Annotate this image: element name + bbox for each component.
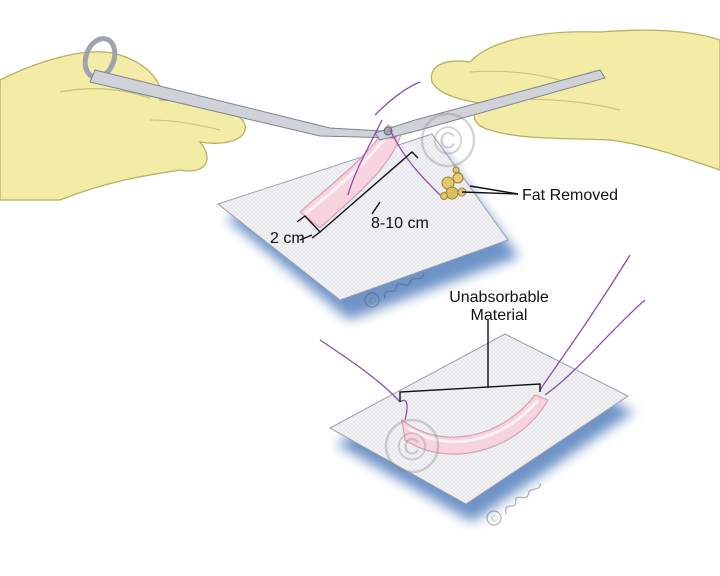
unabsorbable-material-label: Unabsorbable Material xyxy=(436,289,562,325)
gloved-hands-icon xyxy=(0,29,720,201)
lower-gauze-pad xyxy=(328,333,634,522)
svg-text:©: © xyxy=(367,295,379,308)
suture-lower xyxy=(319,254,646,421)
surgical-scissors-icon xyxy=(82,36,606,141)
label-leader-lines xyxy=(296,151,541,402)
fat-globules xyxy=(440,166,467,200)
upper-gauze-pad xyxy=(216,133,519,320)
copyright-symbol-text: © xyxy=(397,425,426,469)
fascia-strip-lower xyxy=(401,394,549,455)
copyright-watermark-upper: © xyxy=(420,112,476,168)
unabsorbable-label-line2: Material xyxy=(470,307,528,324)
copyright-symbol-text: © xyxy=(433,119,462,163)
artist-signature-upper: © xyxy=(364,273,425,308)
fat-removed-label: Fat Removed xyxy=(522,187,619,204)
unabsorbable-label-line1: Unabsorbable xyxy=(449,289,549,306)
suture-upper xyxy=(347,81,441,196)
copyright-watermark-lower: © xyxy=(384,418,440,474)
width-measurement-label: 2 cm xyxy=(270,230,305,247)
length-measurement-label: 8-10 cm xyxy=(371,215,429,232)
